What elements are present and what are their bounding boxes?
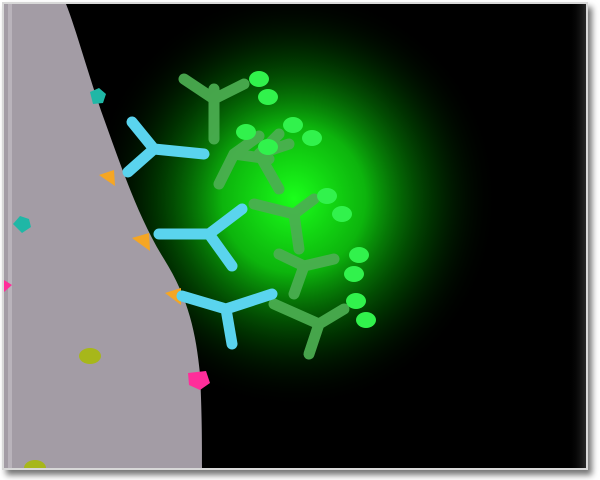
- frame-shading: [4, 4, 586, 468]
- figure-frame: [2, 2, 588, 470]
- immunofluorescence-diagram: [4, 4, 586, 468]
